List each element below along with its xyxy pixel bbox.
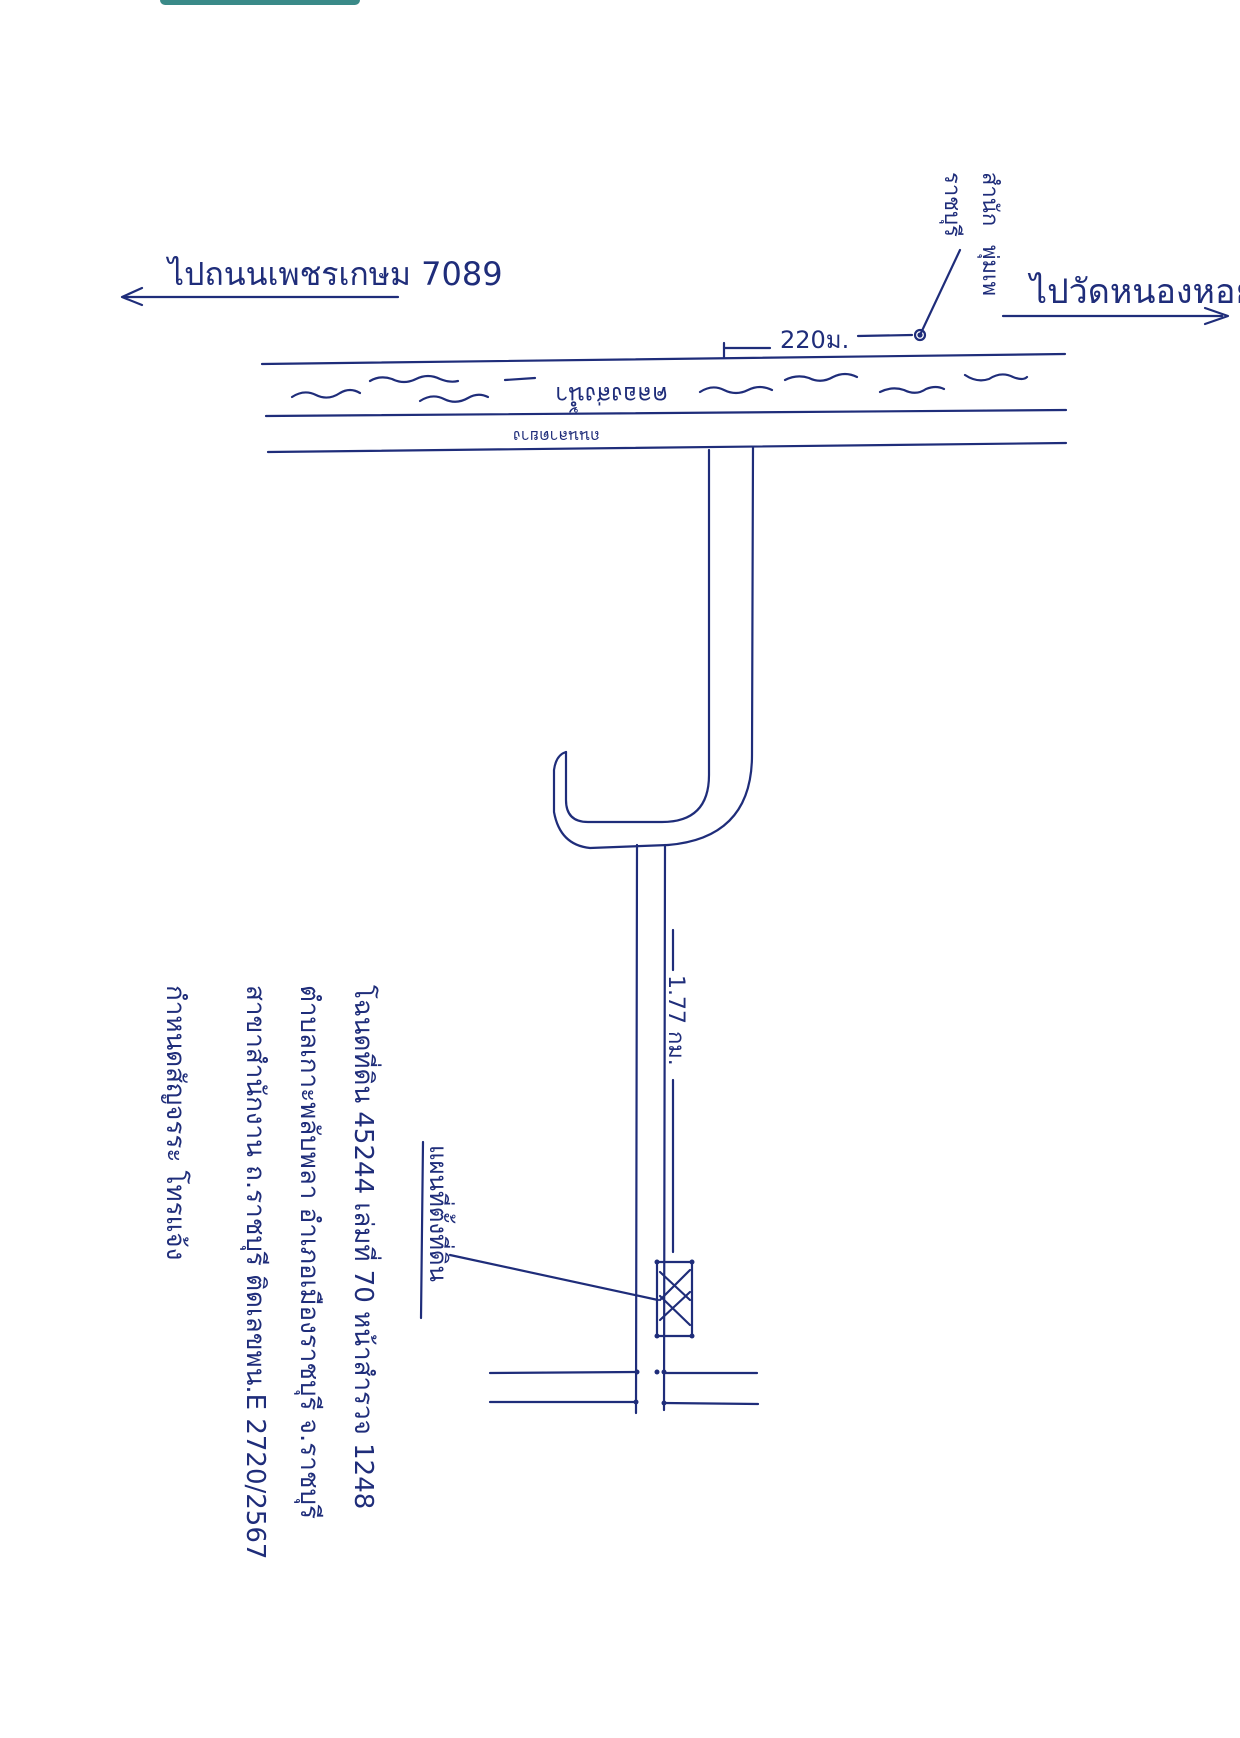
parcel-hatch (658, 1268, 692, 1302)
canal-wave (418, 393, 490, 403)
parcel-pointer (448, 1253, 660, 1302)
road-upper-right (666, 445, 755, 847)
parcel-hatch (658, 1290, 692, 1322)
canal-top-line (260, 352, 1067, 366)
canal-wave (290, 388, 362, 399)
road-upper-left (564, 448, 711, 824)
label-canal: คลองส่งน้ำ (555, 381, 669, 409)
label-road: ถนนลาดยาง (513, 427, 600, 446)
office-pointer (918, 248, 962, 337)
crossroad-top (488, 1370, 638, 1375)
label-distance-top: 220ม. (780, 326, 850, 354)
road-stub (552, 750, 670, 850)
label-office-line1: สำนัก (977, 172, 1002, 227)
canal-wave (503, 376, 537, 382)
note-line-4: กำหนดสัญจรระ โทรแจ้ง (160, 985, 190, 1261)
note-line-1: โฉนดที่ดิน 45244 เล่มที่ 70 หน้าสำรวจ 12… (348, 985, 378, 1510)
note-line-3: สาขาสำนักงาน ถ.ราชบุรี ติดเลขพน.E 2720/2… (240, 985, 270, 1560)
canal-wave (368, 374, 460, 384)
label-left-road: ไปถนนเพชรเกษม 7089 (168, 255, 503, 293)
top-edge-strip (160, 0, 360, 5)
canal-bottom-line (264, 408, 1068, 418)
road-bottom-line (266, 441, 1068, 454)
canal-wave (963, 373, 1029, 382)
note-line-2: ตำบลเกาะพลับพลา อำเภอเมืองราชบุรี จ.ราชบ… (294, 985, 324, 1519)
arrow-right-head (1203, 306, 1230, 326)
office-marker (913, 328, 927, 342)
label-target: แผนที่ตั้งที่ดิน (424, 1145, 452, 1282)
road-lower-right (662, 843, 667, 1412)
label-office-line3: พุ่มเพ (977, 245, 1002, 297)
label-distance-side: 1.77 กม. (663, 975, 688, 1066)
canal-wave (698, 385, 774, 395)
label-right-road: ไปวัดหนองหอย (1030, 272, 1240, 312)
road-lower-left (634, 843, 639, 1415)
label-office-line2: ราชบุรี (939, 172, 964, 237)
parcel-hatch (658, 1294, 692, 1327)
arrow-left-head (120, 286, 144, 307)
crossroad-bottom (662, 1401, 760, 1406)
target-underline (419, 1140, 425, 1320)
canal-wave (783, 372, 859, 382)
distance-line (856, 333, 914, 338)
canal-wave (878, 385, 946, 394)
